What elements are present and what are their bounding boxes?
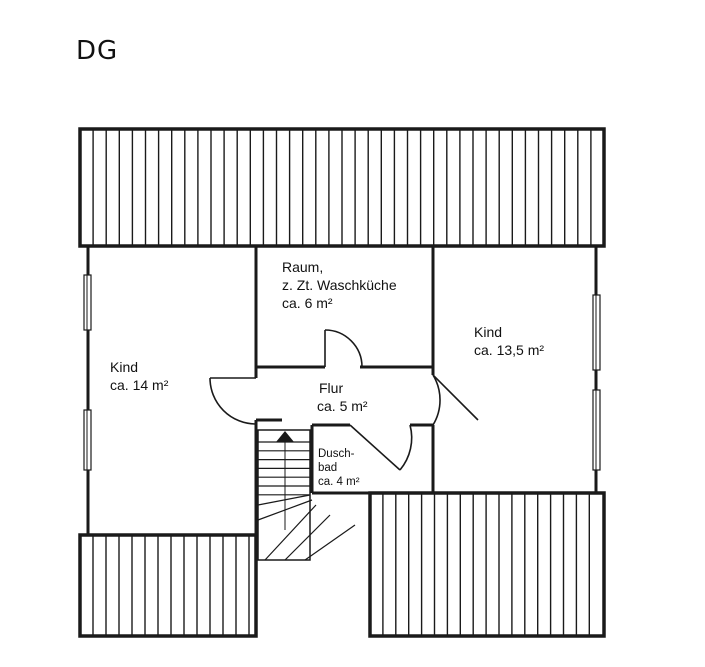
- room-kind-left-area: ca. 14 m²: [110, 377, 169, 393]
- room-bad-name-line2: bad: [318, 462, 338, 474]
- room-raum-name: Raum,: [282, 259, 324, 275]
- room-bad-label: Dusch- bad ca. 4 m²: [318, 447, 360, 489]
- room-flur-label: Flur ca. 5 m²: [317, 379, 368, 415]
- room-bad-name-line1: Dusch-: [318, 448, 355, 460]
- stair-winder: [304, 524, 356, 561]
- roof-bottom-right-section: [368, 491, 606, 638]
- door-swing: [399, 424, 413, 471]
- door-swing: [432, 374, 441, 426]
- room-bad-area: ca. 4 m²: [318, 476, 360, 488]
- roof-bottom-left-outline: [78, 533, 258, 638]
- floor-title: DG: [76, 36, 119, 66]
- room-flur-name: Flur: [319, 380, 344, 396]
- room-flur-area: ca. 5 m²: [317, 398, 368, 414]
- windows: [83, 274, 601, 471]
- door-leaf: [432, 374, 479, 421]
- door-swing: [324, 329, 363, 368]
- roof-bottom-right-outline: [368, 491, 606, 638]
- roof-top-section: [78, 127, 606, 248]
- doors: [209, 329, 479, 471]
- room-kind-left-label: Kind ca. 14 m²: [110, 358, 168, 394]
- room-kind-right-area: ca. 13,5 m²: [474, 342, 545, 358]
- stair-winder: [264, 504, 317, 561]
- door-swing: [209, 377, 257, 425]
- stair-winder: [284, 514, 331, 561]
- stair-winder: [257, 494, 311, 506]
- room-raum-note: z. Zt. Waschküche: [282, 277, 397, 293]
- room-raum-area: ca. 6 m²: [282, 295, 333, 311]
- room-kind-right-label: Kind ca. 13,5 m²: [474, 323, 544, 359]
- door-leaf: [349, 424, 401, 471]
- room-kind-left-name: Kind: [110, 359, 139, 375]
- stair-direction-arrow: [276, 431, 294, 442]
- staircase: [257, 429, 356, 561]
- room-kind-right-name: Kind: [474, 324, 503, 340]
- room-raum-label: Raum, z. Zt. Waschküche ca. 6 m²: [282, 258, 397, 312]
- roof-bottom-left-section: [78, 533, 258, 638]
